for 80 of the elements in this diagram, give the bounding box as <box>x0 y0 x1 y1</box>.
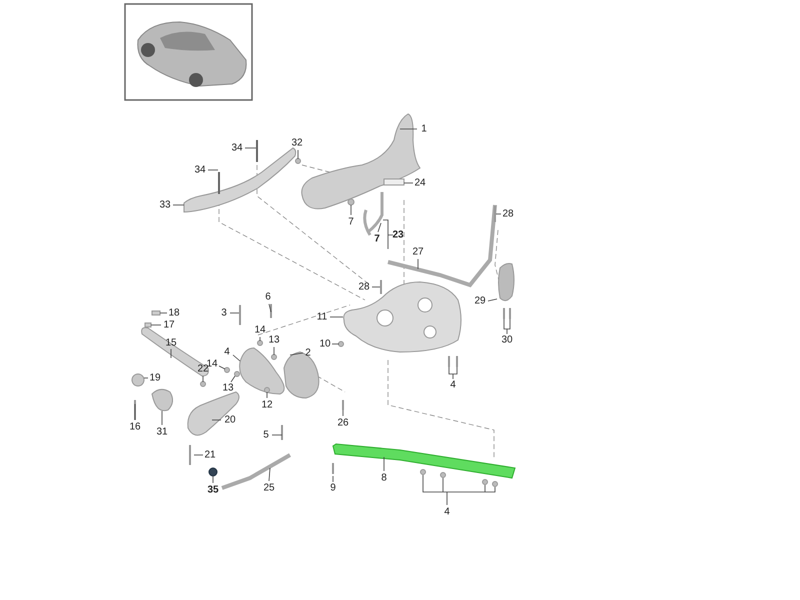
leader-line <box>404 182 414 184</box>
leader-line <box>230 312 240 314</box>
leader-line <box>422 474 496 506</box>
callout-number: 23 <box>392 230 404 240</box>
leader-line <box>170 348 172 358</box>
callout-number: 9 <box>330 482 336 494</box>
callout-number: 13 <box>222 382 234 394</box>
leader-line <box>230 376 236 382</box>
leader-line <box>160 312 168 314</box>
callout-number: 34 <box>231 142 243 154</box>
leader-line <box>202 376 204 382</box>
callout-number: 21 <box>204 450 216 460</box>
callout-number: 6 <box>265 292 271 302</box>
callout-number: 27 <box>412 246 424 258</box>
lever-drawing <box>363 190 384 236</box>
leader-line <box>332 476 334 482</box>
callout-number: 11 <box>316 312 328 322</box>
callout-number: 29 <box>474 296 486 306</box>
callout-number: 19 <box>149 372 161 384</box>
callout-number: 12 <box>261 400 273 410</box>
callout-number: 8 <box>381 472 387 484</box>
leader-line <box>232 354 240 362</box>
leader-line <box>218 366 226 370</box>
leader-line <box>400 128 418 130</box>
leader-line <box>150 324 162 326</box>
leader-line <box>272 434 282 436</box>
leader-line <box>268 468 270 482</box>
callout-number: 4 <box>224 346 230 358</box>
leader-line <box>504 318 510 334</box>
callout-number: 7 <box>374 234 380 244</box>
leader-line <box>448 366 458 380</box>
bracket-drawing <box>152 388 174 412</box>
bolt-head <box>440 472 446 478</box>
leader-line <box>350 204 352 216</box>
callout-number: 1 <box>421 124 427 134</box>
callout-number: 4 <box>444 506 450 518</box>
callout-number: 25 <box>263 482 275 494</box>
leader-line <box>488 298 498 302</box>
callout-number: 35 <box>207 484 219 496</box>
callout-number: 20 <box>224 414 236 426</box>
leader-line <box>382 220 394 250</box>
leader-line <box>330 316 344 318</box>
callout-number: 34 <box>194 164 206 176</box>
callout-number: 32 <box>291 138 303 148</box>
leader-line <box>134 404 136 420</box>
highlighted-crossmember-drawing <box>332 443 516 479</box>
leader-line <box>172 204 184 206</box>
callout-number: 7 <box>348 216 354 228</box>
callout-number: 28 <box>502 208 514 220</box>
callout-number: 13 <box>268 334 280 346</box>
callout-number: 31 <box>156 426 168 438</box>
callout-number: 17 <box>163 320 175 330</box>
bolt-head <box>492 481 498 487</box>
leader-line <box>212 476 214 484</box>
callout-number: 4 <box>450 380 456 390</box>
callout-number: 14 <box>254 324 266 336</box>
callout-number: 24 <box>414 178 426 188</box>
leader-line <box>268 304 272 312</box>
callout-number: 22 <box>197 364 209 374</box>
callout-number: 30 <box>501 334 513 346</box>
bolt-head <box>482 479 488 485</box>
leader-line <box>372 286 380 288</box>
callout-number: 3 <box>221 308 227 318</box>
bolt-head <box>420 469 426 475</box>
leader-line <box>378 222 382 232</box>
callout-number: 15 <box>165 338 177 348</box>
leader-line <box>342 410 344 416</box>
leader-line <box>290 352 304 356</box>
callout-number: 26 <box>337 418 349 428</box>
washer-drawing <box>152 310 160 316</box>
callout-number: 2 <box>305 348 311 358</box>
callout-number: 16 <box>129 422 141 432</box>
leader-line <box>266 392 268 398</box>
callout-number: 33 <box>159 200 171 210</box>
leader-line <box>194 454 204 456</box>
callout-number: 18 <box>168 308 180 318</box>
nut-drawing <box>208 468 218 476</box>
callout-number: 10 <box>319 338 331 350</box>
callout-number: 5 <box>263 430 269 440</box>
callout-number: 28 <box>358 282 370 292</box>
